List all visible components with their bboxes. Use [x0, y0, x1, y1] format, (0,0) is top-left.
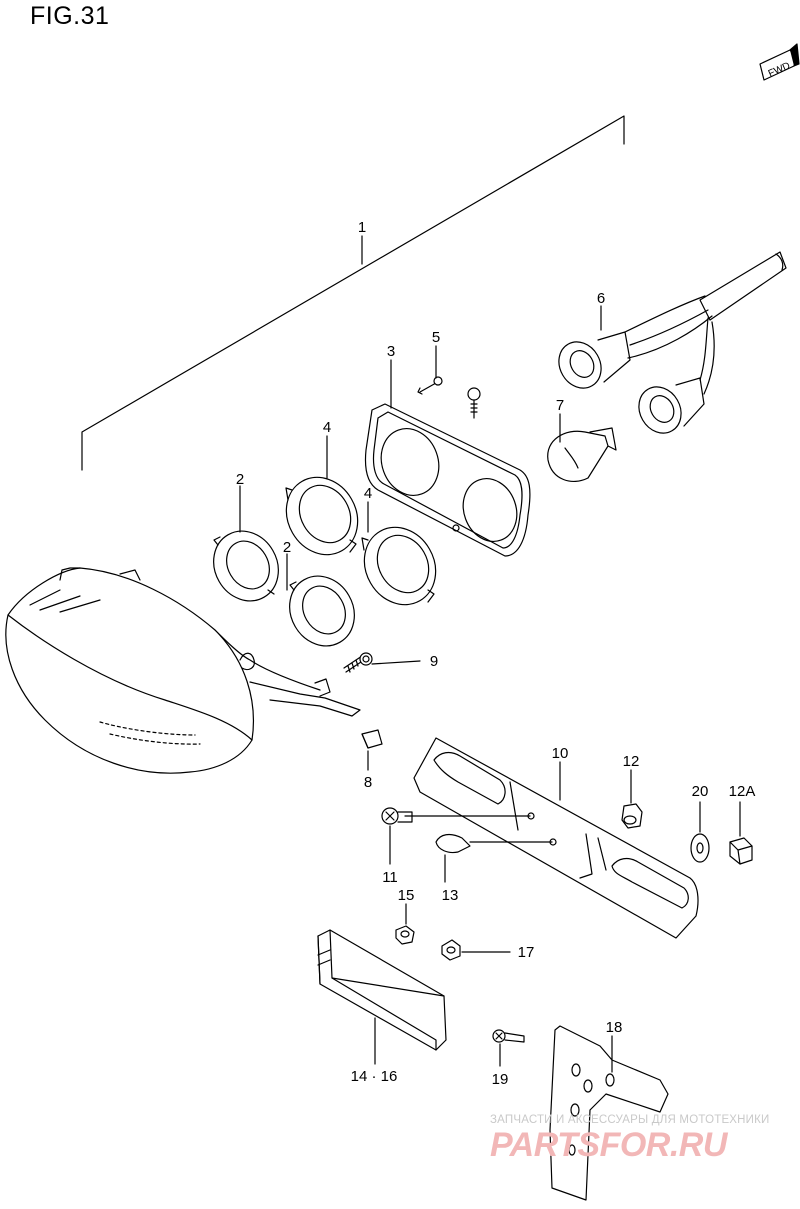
forward-arrow-icon: FWD	[759, 43, 800, 81]
callout-9: 9	[430, 653, 438, 670]
nut-12	[621, 803, 643, 829]
callout-4-upper: 4	[323, 419, 331, 436]
callout-5: 5	[432, 329, 440, 346]
callout-11: 11	[382, 869, 398, 886]
tail-lamp-housing	[5, 567, 361, 774]
reflector-ring-4-lower	[361, 526, 437, 606]
callout-4-lower: 4	[364, 485, 372, 502]
callout-3: 3	[387, 343, 395, 360]
callout-1: 1	[358, 219, 366, 236]
screw-9	[343, 652, 373, 673]
license-plate-bracket	[413, 737, 699, 939]
callout-6: 6	[597, 290, 605, 307]
callout-19: 19	[492, 1071, 509, 1088]
callout-13: 13	[442, 887, 459, 904]
watermark-brand: PARTSFOR.RU	[490, 1126, 727, 1164]
mounting-bracket-18	[549, 1025, 669, 1201]
watermark-subtitle: ЗАПЧАСТИ И АКСЕССУАРЫ ДЛЯ МОТОТЕХНИКИ	[490, 1114, 770, 1126]
callout-10: 10	[552, 745, 569, 762]
callout-7: 7	[556, 397, 564, 414]
callout-17: 17	[518, 944, 535, 961]
callout-12: 12	[623, 753, 640, 770]
bulb-7	[547, 427, 617, 482]
reflector-14-16	[317, 929, 447, 1051]
bulb-13	[435, 833, 471, 854]
clip-8	[361, 729, 383, 749]
screw-5-upper	[417, 376, 443, 395]
callout-2-upper: 2	[236, 471, 244, 488]
gasket-2-upper	[213, 530, 279, 602]
callout-14-16: 14 · 16	[351, 1068, 398, 1085]
leader-lines	[239, 305, 741, 1073]
nut-17	[441, 939, 461, 961]
callout-18: 18	[606, 1019, 623, 1036]
callout-12a: 12A	[729, 783, 756, 800]
callout-20: 20	[692, 783, 709, 800]
bolt-11	[381, 807, 413, 825]
callout-2-lower: 2	[283, 539, 291, 556]
nut-12a	[729, 837, 753, 865]
callout-15: 15	[398, 887, 415, 904]
nut-15	[395, 925, 415, 945]
reflector-ring-4-upper	[285, 476, 359, 556]
screw-19	[492, 1029, 525, 1043]
screw-5-lower	[467, 387, 481, 419]
washer-20	[690, 833, 710, 863]
bulb-socket-harness	[558, 251, 787, 434]
figure-title: FIG.31	[30, 2, 110, 30]
gasket-2-lower	[289, 575, 355, 647]
callout-8: 8	[364, 774, 372, 791]
lamp-base-plate	[364, 403, 531, 557]
assembly-bracket-line	[81, 115, 625, 471]
